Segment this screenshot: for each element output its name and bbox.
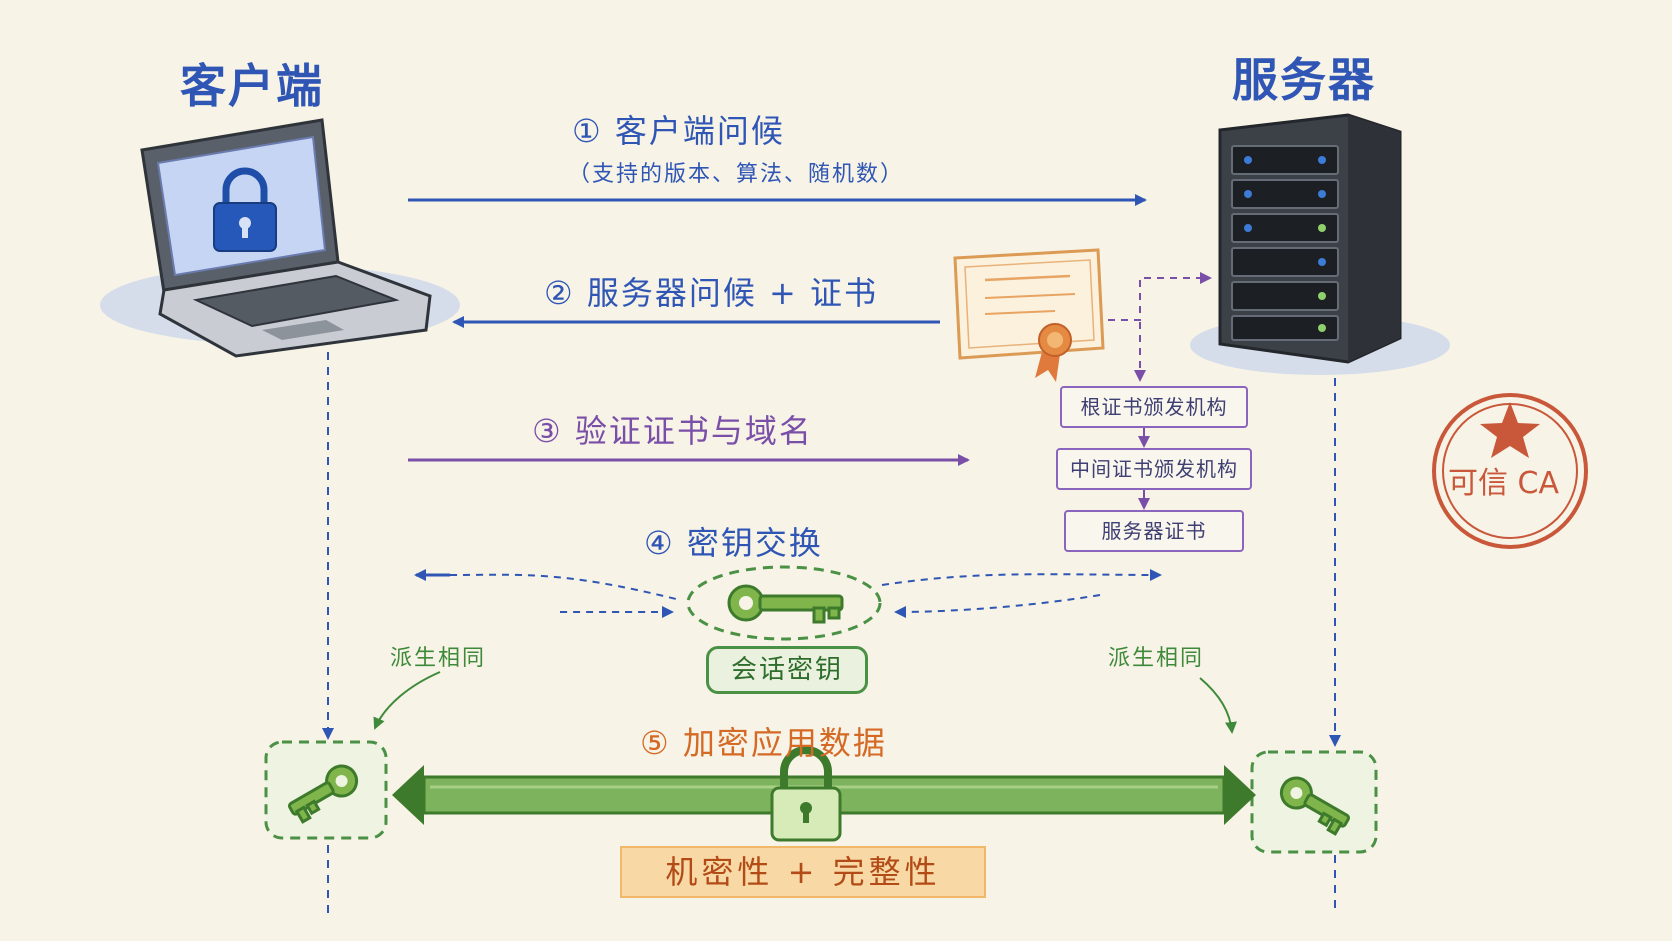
- step3-label: ③ 验证证书与域名: [532, 412, 813, 450]
- key-exchange-right-out: [881, 568, 1162, 586]
- client-title: 客户端: [180, 59, 324, 113]
- session-key-halo: [686, 565, 882, 641]
- star-icon: [1480, 402, 1540, 458]
- key-exchange-right-in: [894, 594, 1101, 618]
- server-icon: [1190, 113, 1450, 375]
- step2-label: ② 服务器问候 + 证书: [544, 274, 879, 312]
- session-key-badge: 会话密钥: [706, 646, 868, 694]
- derive-left-label: 派生相同: [390, 646, 487, 671]
- data-lock-icon: [770, 746, 842, 842]
- cert-to-server-connector: [1108, 272, 1212, 321]
- server-key-icon: [1279, 776, 1351, 836]
- client-key-icon: [287, 764, 359, 824]
- root-ca-box: 根证书颁发机构: [1060, 386, 1248, 428]
- step1-label: ① 客户端问候: [572, 112, 785, 150]
- server-title: 服务器: [1232, 53, 1376, 107]
- derive-right-arrow: [1199, 677, 1237, 734]
- certificate-icon: [953, 248, 1105, 382]
- laptop-icon: [100, 118, 460, 358]
- session-key-icon: [727, 584, 844, 624]
- trusted-ca-seal: [1432, 393, 1588, 549]
- derive-right-label: 派生相同: [1108, 646, 1205, 671]
- trusted-ca-label: 可信 CA: [1448, 466, 1560, 501]
- step4-label: ④ 密钥交换: [644, 524, 823, 562]
- key-exchange-left-dash: [449, 573, 681, 601]
- intermediate-ca-box: 中间证书颁发机构: [1056, 448, 1252, 490]
- step1-subtitle: （支持的版本、算法、随机数）: [568, 162, 905, 187]
- confidentiality-integrity-badge: 机密性 + 完整性: [620, 846, 986, 898]
- server-certificate-box: 服务器证书: [1064, 510, 1244, 552]
- derive-left-arrow: [373, 671, 441, 730]
- step5-label: ⑤ 加密应用数据: [640, 724, 887, 762]
- lock-icon: [213, 167, 277, 252]
